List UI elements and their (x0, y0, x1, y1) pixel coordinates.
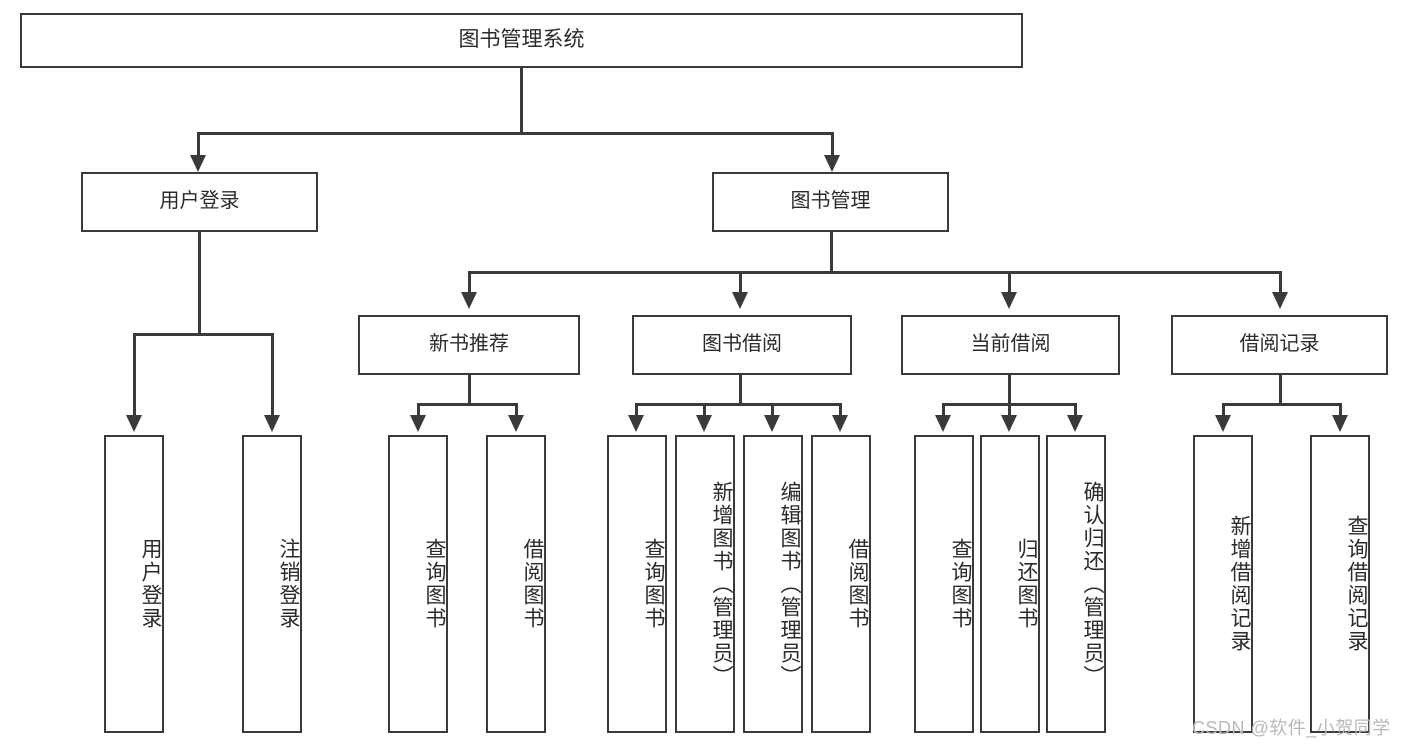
node-leaf-query-book-1-label: 查询图书 (423, 538, 446, 630)
node-leaf-add-book-label: 新增图书（管理员） (710, 480, 733, 688)
edge-bookmanage-bar (468, 271, 1282, 274)
node-current-borrow[interactable]: 当前借阅 (901, 315, 1120, 375)
node-leaf-return-book-label: 归还图书 (1015, 538, 1038, 630)
node-user-login[interactable]: 用户登录 (81, 172, 318, 232)
edge-cb-to-return (1008, 403, 1011, 418)
arrow-nb-to-query (410, 415, 426, 432)
arrow-bm-to-bookborrow (732, 292, 748, 309)
edge-newbook-bar (417, 403, 518, 406)
node-leaf-borrow-book-2[interactable]: 借阅图书 (811, 435, 871, 733)
node-current-borrow-label: 当前借阅 (970, 333, 1051, 356)
edge-root-to-book-manage (831, 132, 834, 158)
edge-br-to-add (1222, 403, 1225, 418)
edge-nb-to-query (417, 403, 420, 418)
edge-bookborrow-bar (635, 403, 840, 406)
arrow-br-to-add (1215, 415, 1231, 432)
node-leaf-query-record[interactable]: 查询借阅记录 (1310, 435, 1370, 733)
edge-bookmanage-stem (830, 232, 833, 274)
node-leaf-query-book-3-label: 查询图书 (949, 538, 972, 630)
node-new-book-recommend[interactable]: 新书推荐 (358, 315, 580, 375)
arrow-nb-to-borrow (508, 415, 524, 432)
node-book-borrow-label: 图书借阅 (702, 333, 782, 356)
edge-bb-to-query (635, 403, 638, 418)
edge-br-to-query (1339, 403, 1342, 418)
edge-bb-to-add (703, 403, 706, 418)
node-leaf-logout[interactable]: 注销登录 (242, 435, 302, 733)
node-leaf-add-record[interactable]: 新增借阅记录 (1193, 435, 1253, 733)
edge-userlogin-bar (133, 333, 274, 336)
node-leaf-return-book[interactable]: 归还图书 (980, 435, 1040, 733)
arrow-bb-to-edit (764, 415, 780, 432)
arrow-root-to-book-manage (824, 155, 840, 172)
node-leaf-add-book[interactable]: 新增图书（管理员） (675, 435, 735, 733)
node-leaf-confirm-return[interactable]: 确认归还（管理员） (1046, 435, 1106, 733)
edge-cb-to-query (942, 403, 945, 418)
edge-bookborrow-stem (739, 375, 742, 406)
node-new-book-recommend-label: 新书推荐 (429, 333, 509, 356)
arrow-bm-to-newbook (461, 292, 477, 309)
node-leaf-confirm-return-label: 确认归还（管理员） (1081, 480, 1104, 688)
edge-ul-to-leaf-login (133, 333, 136, 418)
edge-bm-to-currentborrow (1008, 271, 1011, 295)
edge-cb-to-confirm (1074, 403, 1077, 418)
node-leaf-borrow-book-1[interactable]: 借阅图书 (486, 435, 546, 733)
node-leaf-query-book-2-label: 查询图书 (642, 538, 665, 630)
node-leaf-user-login[interactable]: 用户登录 (104, 435, 164, 733)
node-leaf-edit-book[interactable]: 编辑图书（管理员） (743, 435, 803, 733)
node-leaf-borrow-book-2-label: 借阅图书 (846, 538, 869, 630)
arrow-bm-to-borrowrecord (1272, 292, 1288, 309)
node-book-borrow[interactable]: 图书借阅 (632, 315, 852, 375)
edge-nb-to-borrow (515, 403, 518, 418)
edge-root-stem (520, 68, 523, 134)
edge-currentborrow-stem (1008, 375, 1011, 406)
node-leaf-logout-label: 注销登录 (277, 538, 300, 630)
edge-bm-to-borrowrecord (1279, 271, 1282, 295)
edge-newbook-stem (468, 375, 471, 406)
edge-borrowrecord-stem (1279, 375, 1282, 406)
arrow-ul-to-leaf-login (126, 415, 142, 432)
edge-bb-to-borrow (839, 403, 842, 418)
node-leaf-query-book-3[interactable]: 查询图书 (914, 435, 974, 733)
node-user-login-label: 用户登录 (159, 190, 240, 213)
node-leaf-add-record-label: 新增借阅记录 (1228, 515, 1251, 653)
node-leaf-borrow-book-1-label: 借阅图书 (521, 538, 544, 630)
node-leaf-user-login-label: 用户登录 (139, 538, 162, 630)
edge-borrowrecord-bar (1222, 403, 1342, 406)
arrow-cb-to-query (935, 415, 951, 432)
node-borrow-record-label: 借阅记录 (1239, 333, 1320, 356)
node-leaf-query-record-label: 查询借阅记录 (1345, 515, 1368, 653)
arrow-ul-to-leaf-logout (264, 415, 280, 432)
node-book-manage[interactable]: 图书管理 (712, 172, 949, 232)
arrow-bb-to-query (628, 415, 644, 432)
arrow-bb-to-borrow (832, 415, 848, 432)
node-leaf-edit-book-label: 编辑图书（管理员） (778, 480, 801, 688)
edge-bb-to-edit (771, 403, 774, 418)
node-borrow-record[interactable]: 借阅记录 (1171, 315, 1388, 375)
edge-bm-to-bookborrow (739, 271, 742, 295)
arrow-br-to-query (1332, 415, 1348, 432)
arrow-cb-to-confirm (1067, 415, 1083, 432)
arrow-bb-to-add (696, 415, 712, 432)
edge-ul-to-leaf-logout (271, 333, 274, 418)
edge-root-bar (197, 132, 834, 135)
edge-bm-to-newbook (468, 271, 471, 295)
node-root-label: 图书管理系统 (458, 28, 585, 52)
node-root[interactable]: 图书管理系统 (20, 13, 1023, 68)
edge-root-to-user-login (197, 132, 200, 158)
node-leaf-query-book-1[interactable]: 查询图书 (388, 435, 448, 733)
arrow-root-to-user-login (190, 155, 206, 172)
edge-userlogin-stem (198, 232, 201, 336)
node-book-manage-label: 图书管理 (790, 190, 871, 213)
node-leaf-query-book-2[interactable]: 查询图书 (607, 435, 667, 733)
arrow-bm-to-currentborrow (1001, 292, 1017, 309)
arrow-cb-to-return (1001, 415, 1017, 432)
